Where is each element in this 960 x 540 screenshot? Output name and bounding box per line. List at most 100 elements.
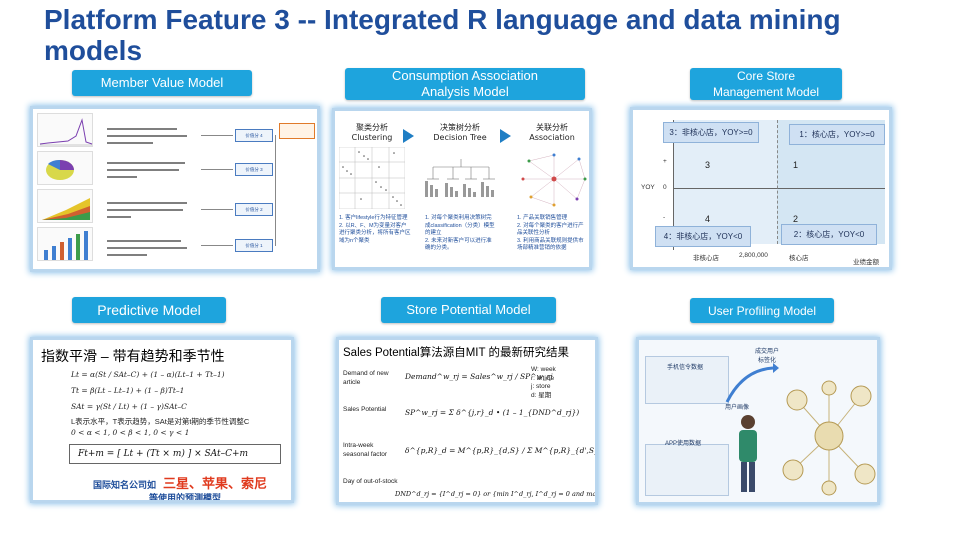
parameter-constraints: 0 < α < 1, 0 < β < 1, 0 < γ < 1: [71, 428, 190, 437]
step-decision-tree-cn: 决策树分析: [440, 123, 480, 132]
store-potential-panel: Sales Potential算法源自MIT 的最新研究结果 Demand of…: [336, 337, 598, 505]
sales-potential-formula: SP^w_rj = Σ δ^{j,r}_d • (1 – 1_{DND^d_rj…: [405, 408, 580, 417]
consumption-label-line2: Analysis Model: [421, 84, 509, 99]
bar-chart-thumbnail: [37, 227, 93, 261]
legend-article: r: article: [531, 374, 555, 382]
page-title: Platform Feature 3 -- Integrated R langu…: [44, 4, 841, 66]
text-lines-graphic: [107, 128, 187, 144]
connector-line: [275, 135, 276, 246]
core-store-label-line2: Management Model: [712, 85, 820, 99]
member-summary-box: [279, 123, 315, 139]
text-lines-graphic: [107, 202, 187, 218]
decision-tree-notes: 1. 对每个聚类利用决策树完成classification（分类）模型的建立 2…: [425, 215, 495, 251]
forecast-equation: Ft+m = [ Lt + (Tt × m) ] × SAt–C+m: [69, 444, 281, 464]
connector-line: [201, 135, 233, 136]
phone-signal-card: [645, 356, 729, 404]
store-potential-label-text: Store Potential Model: [406, 302, 531, 317]
step-clustering: 聚类分析 Clustering: [337, 123, 407, 143]
legend-day: d: 星期: [531, 391, 552, 399]
scatter-matrix-graphic: [339, 147, 405, 209]
line-chart-graphic: [39, 118, 93, 146]
pie-chart-graphic: [46, 159, 74, 180]
step-association-cn: 关联分析: [536, 123, 568, 132]
association-network-graphic: [521, 153, 587, 207]
quadrant-4-number: 4: [705, 214, 711, 224]
store-potential-title: Sales Potential算法源自MIT 的最新研究结果: [343, 347, 570, 359]
row-label-out-of-stock: Day of out-of-stock: [343, 478, 398, 485]
row-label-sales-potential: Sales Potential: [343, 406, 387, 413]
connector-line: [201, 169, 233, 170]
user-portrait-label: 用户画像: [725, 405, 750, 411]
y-axis-zero: 0: [663, 184, 667, 191]
bar3d-chart-graphic: [42, 198, 90, 220]
level-equation: Lt = α(St / SAt–C) + (1 – α)(Lt–1 + Tt–1…: [71, 370, 225, 379]
member-text-block: [107, 199, 195, 224]
core-store-panel: 3：非核心店，YOY>=0 1：核心店，YOY>=0 4：非核心店，YOY<0 …: [630, 107, 892, 270]
arrow-right-icon: [403, 129, 414, 143]
usage-suffix: 等使用的预测模型: [149, 493, 222, 503]
quadrant-4-callout: 4：非核心店，YOY<0: [655, 226, 751, 247]
text-lines-graphic: [107, 240, 187, 256]
quadrant-2-number: 2: [793, 214, 799, 224]
predictive-label: Predictive Model: [72, 297, 226, 323]
quadrant-3-callout: 3：非核心店，YOY>=0: [663, 122, 759, 143]
member-text-block: [107, 125, 195, 150]
row-label-demand: Demand of new article: [343, 370, 389, 386]
quadrant-1-number: 1: [793, 160, 799, 170]
member-value-label-text: Member Value Model: [100, 75, 224, 90]
user-profiling-panel: 手机信令数据 APP使用数据 用户画像 成交用户 标签化: [636, 337, 880, 505]
divider-line: [777, 120, 778, 244]
user-profiling-label-text: User Profiling Model: [707, 303, 817, 318]
step-decision-tree-en: Decision Tree: [433, 133, 487, 142]
seasonal-formula: δ^{p,R}_d = M^{p,R}_{d,S} / Σ M^{p,R}_{d…: [405, 446, 598, 455]
x-axis-line: [673, 188, 885, 189]
predictive-panel: 指数平滑 – 带有趋势和季节性 Lt = α(St / SAt–C) + (1 …: [30, 337, 294, 503]
usage-prefix: 国际知名公司如: [93, 480, 157, 490]
x-axis-mid: 2,800,000: [739, 252, 768, 259]
out-of-stock-formula: DND^d_rj = {I^d_rj = 0} or {min I^d_rj, …: [395, 490, 597, 498]
line-chart-thumbnail: [37, 113, 93, 147]
consumption-label-line1: Consumption Association: [392, 68, 538, 83]
legend-week: W: week: [531, 366, 556, 373]
clustering-notes: 1. 客户lifestyle行为特征管理 2. 以R、F、M为变量对客户进行聚类…: [339, 215, 411, 244]
x-axis-right: 核心店: [789, 255, 809, 262]
step-decision-tree: 决策树分析 Decision Tree: [425, 123, 495, 143]
user-tagging-label: 成交用户 标签化: [755, 349, 780, 364]
core-store-label-line1: Core Store: [736, 69, 796, 83]
usage-brands: 三星、苹果、索尼: [163, 476, 268, 491]
member-value-panel: 价值分 4 价值分 3 价值分 2 价值分 1: [30, 106, 320, 272]
y-axis-plus: +: [663, 158, 667, 165]
flow-arrow-icon: [725, 363, 779, 403]
consumption-panel: 聚类分析 Clustering 决策树分析 Decision Tree 关联分析…: [332, 108, 592, 270]
seasonal-equation: SAt = γ(St / Lt) + (1 – γ)SAt–C: [71, 402, 187, 411]
member-text-block: [107, 237, 195, 262]
core-store-label: Core Store Management Model: [690, 68, 842, 100]
x-axis-left: 非核心店: [693, 255, 719, 262]
value-box: 价值分 4: [235, 129, 273, 142]
y-axis-minus: -: [663, 214, 666, 221]
connector-line: [201, 209, 233, 210]
member-value-label: Member Value Model: [72, 70, 252, 96]
tag-network-graphic: [782, 380, 876, 496]
text-lines-graphic: [107, 162, 185, 178]
step-clustering-en: Clustering: [351, 133, 393, 142]
value-box: 价值分 1: [235, 239, 273, 252]
consumption-label: Consumption Association Analysis Model: [345, 68, 585, 100]
pie-chart-thumbnail: [37, 151, 93, 185]
demand-formula: Demand^w_rj = Sales^w_rj / SP^w_rj: [405, 372, 553, 381]
bar3d-chart-thumbnail: [37, 189, 93, 223]
app-usage-label: APP使用数据: [665, 441, 702, 447]
store-potential-label: Store Potential Model: [381, 297, 556, 323]
x-axis-label: 业绩金额: [853, 259, 879, 266]
legend-store: j: store: [531, 383, 551, 390]
decision-tree-graphic: [425, 159, 495, 197]
bar-chart-graphic: [44, 231, 88, 260]
value-box: 价值分 2: [235, 203, 273, 216]
app-usage-card: [645, 444, 729, 496]
trend-equation: Tt = β(Lt – Lt–1) + (1 – β)Tt–1: [71, 386, 185, 395]
y-axis-label: YOY: [641, 184, 655, 191]
row-label-seasonal: Intra-week seasonal factor: [343, 442, 388, 458]
step-association-en: Association: [529, 133, 575, 142]
quadrant-2-callout: 2：核心店，YOY<0: [781, 224, 877, 245]
y-axis-line: [673, 120, 674, 250]
